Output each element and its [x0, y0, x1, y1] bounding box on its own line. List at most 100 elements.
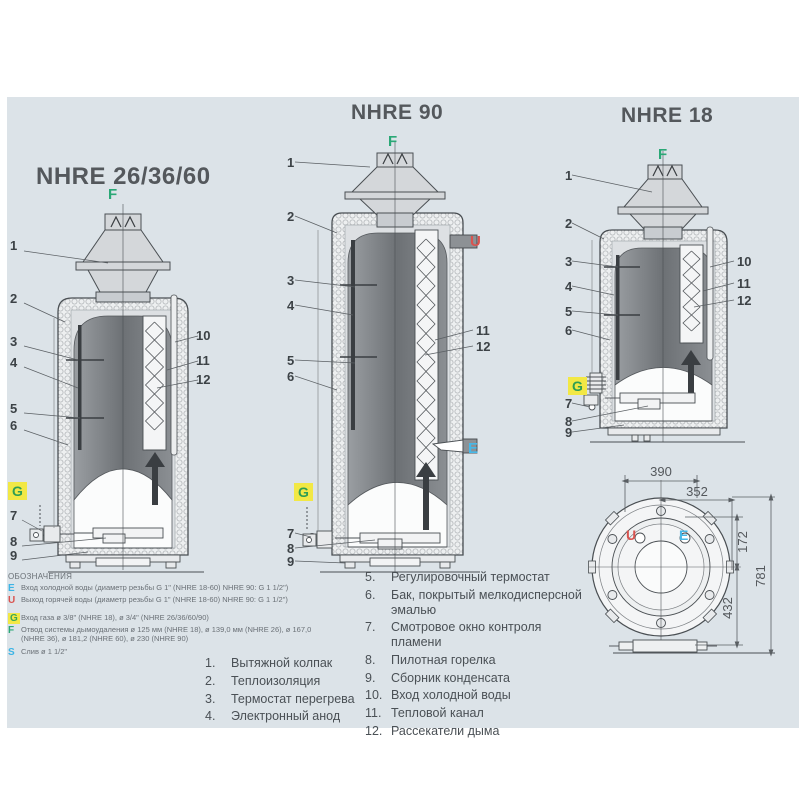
gas-marker-d2: G: [294, 483, 313, 501]
part-text: Теплоизоляция: [231, 673, 321, 688]
dim-781: 781: [753, 565, 768, 587]
legend: ОБОЗНАЧЕНИЯ E Вход холодной воды (диамет…: [8, 572, 338, 659]
nhre-18-diagram: [571, 151, 745, 443]
callout-3: 3: [565, 254, 573, 269]
dim-432: 432: [720, 597, 735, 619]
part-num: 5.: [365, 570, 376, 584]
part-text: Смотровое окно контроля пламени: [391, 620, 542, 649]
callout-7: 7: [10, 508, 18, 523]
flue-marker-d1: F: [108, 186, 118, 203]
flame-arrow: [145, 452, 165, 505]
cold-water-marker-topview: E: [679, 527, 689, 543]
hot-water-marker-d2: U: [470, 233, 481, 250]
gas-valve: [29, 525, 74, 543]
flue-marker-d3: F: [658, 146, 668, 163]
part-text: Вход холодной воды: [391, 688, 511, 703]
heat-channel: [679, 244, 704, 344]
callout-4: 4: [565, 279, 573, 294]
top-view-body: [588, 480, 775, 654]
callout-5: 5: [287, 353, 295, 368]
callout-10: 10: [196, 328, 211, 343]
part-num: 7.: [365, 620, 376, 635]
callout-10: 10: [737, 254, 752, 269]
part-text: Рассекатели дыма: [391, 723, 500, 738]
part-num: 6.: [365, 587, 376, 602]
legend-key-s: S: [8, 646, 15, 658]
dim-352: 352: [686, 484, 708, 499]
part-item-7: 7. Смотровое окно контроля пламени: [365, 620, 590, 650]
flame-arrow: [416, 462, 436, 530]
nhre-90-diagram: [294, 141, 480, 573]
part-text: Вытяжной колпак: [231, 656, 333, 670]
callout-12: 12: [476, 339, 491, 354]
dim-390: 390: [650, 464, 672, 479]
callout-6: 6: [10, 418, 18, 433]
callout-2: 2: [287, 209, 295, 224]
title-nhre-26-36-60: NHRE 26/36/60: [36, 163, 211, 190]
dimension-labels: 390 352 172 432 781: [650, 464, 768, 619]
callout-5: 5: [565, 304, 573, 319]
gas-valve: [583, 372, 606, 406]
title-nhre-90: NHRE 90: [351, 101, 444, 124]
callout-2: 2: [10, 291, 18, 306]
callout-11: 11: [196, 353, 210, 368]
part-item-3: 3. Термостат перегрева: [205, 692, 375, 707]
cold-water-marker-d2: E: [468, 440, 479, 457]
anode-rod: [66, 325, 104, 450]
hot-water-marker-topview: U: [626, 527, 637, 543]
part-item-8: 8. Пилотная горелка: [365, 653, 590, 668]
callout-9: 9: [565, 425, 573, 440]
gas-marker-d1: G: [8, 482, 27, 500]
callout-2: 2: [565, 216, 573, 231]
hot-water-port: [634, 532, 646, 544]
combustion-chamber: [347, 482, 448, 548]
part-item-12: 12. Рассекатели дыма: [365, 724, 590, 739]
legend-item-drain: S Слив ø 1 1/2": [8, 647, 338, 658]
callout-4: 4: [10, 355, 18, 370]
part-text: Электронный анод: [231, 709, 341, 724]
flange-bolts: [607, 506, 715, 628]
callout-9: 9: [287, 554, 295, 569]
part-text: Тепловой канал: [391, 706, 484, 720]
callout-7: 7: [565, 396, 573, 411]
callout-7: 7: [287, 526, 295, 541]
anode-rod: [340, 240, 377, 430]
legend-text: Отвод системы дымоудаления ø 125 мм (NHR…: [21, 625, 312, 644]
callout-5: 5: [10, 401, 18, 416]
gas-valve: [302, 530, 333, 549]
leader-lines: [571, 174, 735, 433]
callout-6: 6: [287, 369, 295, 384]
dimension-lines: [621, 475, 775, 657]
callout-1: 1: [287, 155, 295, 170]
callout-6: 6: [565, 323, 573, 338]
part-item-6: 6. Бак, покрытый мелкодисперсной эмалью: [365, 588, 590, 618]
legend-key-g: G: [8, 613, 20, 624]
legend-item-flue: F Отвод системы дымоудаления ø 125 мм (N…: [8, 625, 338, 644]
part-text: Сборник конденсата: [391, 670, 510, 685]
hot-water-outlet-pipe: [449, 234, 478, 249]
part-num: 11.: [365, 706, 382, 720]
part-num: 2.: [205, 673, 216, 688]
part-item-9: 9. Сборник конденсата: [365, 671, 590, 686]
dim-172: 172: [735, 531, 750, 553]
legend-item-hot-outlet: U Выход горячей воды (диаметр резьбы G 1…: [8, 595, 338, 606]
part-item-4: 4. Электронный анод: [205, 709, 375, 724]
cold-water-port: [679, 532, 691, 544]
flame-arrow: [681, 350, 701, 400]
cold-water-tube: [170, 294, 178, 456]
legend-key-u: U: [8, 595, 16, 606]
cold-water-tube: [706, 226, 714, 361]
leader-lines: [294, 161, 474, 564]
part-num: 4.: [205, 709, 216, 724]
legend-text: Вход холодной воды (диаметр резьбы G 1" …: [21, 583, 289, 592]
part-item-11: 11. Тепловой канал: [365, 706, 590, 721]
legend-text: Слив ø 1 1/2": [21, 646, 68, 656]
legend-item-cold-inlet: E Вход холодной воды (диаметр резьбы G 1…: [8, 583, 338, 594]
legend-key-f: F: [8, 625, 15, 636]
callout-11: 11: [476, 323, 490, 338]
anode-rod: [604, 255, 640, 380]
callout-8: 8: [10, 534, 18, 549]
title-nhre-18: NHRE 18: [621, 104, 714, 127]
part-item-5: 5. Регулировочный термостат: [365, 570, 590, 585]
callout-3: 3: [287, 273, 295, 288]
